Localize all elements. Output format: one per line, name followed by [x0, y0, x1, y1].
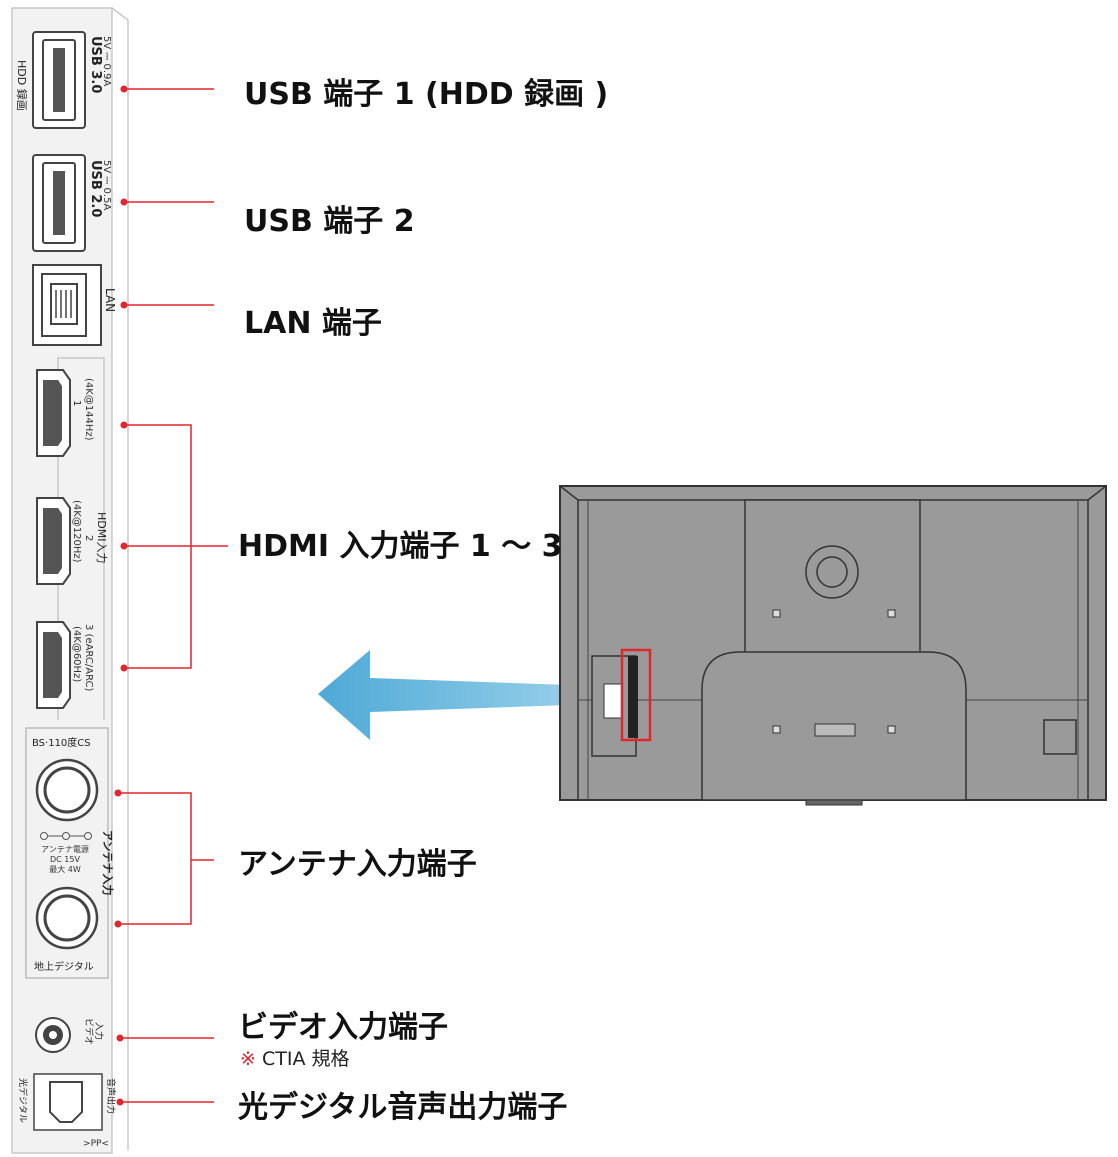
antenna-bracket	[118, 792, 192, 925]
stand-mount-inner	[816, 556, 848, 588]
antenna-group-frame	[25, 727, 109, 979]
lan-port	[32, 264, 102, 346]
callout-usb1: USB 端子 1 (HDD 録画 )	[244, 77, 609, 112]
usb3-power-label: 5V ⎓ 0.9A	[101, 36, 112, 86]
panel-bevel-top	[111, 7, 129, 21]
optical-output-port	[33, 1073, 103, 1131]
video-label-line1: ビデオ	[83, 1018, 95, 1045]
antenna-wattage-label: 最大 4W	[49, 864, 81, 874]
optical-digital-label: 光デジタル	[17, 1078, 29, 1123]
optical-dot	[116, 1098, 124, 1106]
callout-video-note: ※ CTIA 規格	[240, 1050, 349, 1069]
stand-slot	[814, 723, 856, 737]
video-input-jack	[35, 1017, 71, 1053]
tv-back-view	[559, 485, 1107, 806]
bs-cs-label: BS·110度CS	[32, 736, 91, 749]
usb2-port	[32, 154, 86, 252]
screw-hole	[887, 725, 896, 734]
usb1-dot	[120, 85, 128, 93]
note-text: CTIA 規格	[261, 1048, 350, 1070]
callout-video: ビデオ入力端子	[238, 1010, 448, 1045]
lan-dot	[120, 301, 128, 309]
bs-antenna-port	[35, 758, 99, 822]
callout-lan: LAN 端子	[244, 306, 382, 341]
blue-pointer-arrow	[318, 650, 598, 740]
hdmi1-port	[36, 369, 71, 457]
tv-foot	[805, 799, 863, 806]
hdd-recording-label: HDD 録画	[15, 60, 29, 111]
material-mark: >PP<	[83, 1139, 109, 1149]
terrestrial-antenna-port	[35, 886, 99, 950]
hdmi3-number: 3 (eARC/ARC)	[83, 624, 94, 692]
hdmi3-dot	[120, 664, 128, 672]
side-terminal-highlight	[620, 648, 652, 742]
antenna-input-label: アンテナ入力	[101, 830, 115, 896]
antenna-voltage-label: DC 15V	[50, 855, 80, 864]
hdmi3-port	[36, 621, 71, 709]
terrestrial-dot	[114, 920, 122, 928]
power-socket	[1043, 719, 1077, 755]
bs-dot	[114, 789, 122, 797]
hdmi2-spec: (4K@120Hz)	[71, 500, 82, 563]
callout-optical: 光デジタル音声出力端子	[238, 1090, 568, 1125]
note-mark: ※	[240, 1048, 256, 1070]
callout-antenna: アンテナ入力端子	[238, 847, 477, 882]
usb2-dot	[120, 198, 128, 206]
hdmi2-dot	[120, 542, 128, 550]
video-label-line2: 入力	[93, 1022, 105, 1040]
usb2-power-label: 5V ⎓ 0.5A	[101, 160, 112, 210]
screw-hole	[772, 609, 781, 618]
callout-usb2: USB 端子 2	[244, 204, 415, 239]
hdmi2-port	[36, 497, 71, 585]
video-dot	[116, 1034, 124, 1042]
hdmi1-number: 1	[71, 400, 82, 406]
hdmi1-spec: (4K@144Hz)	[83, 378, 94, 441]
terminal-inset	[603, 683, 623, 719]
screw-hole	[887, 609, 896, 618]
hdmi2-number: 2	[83, 535, 94, 541]
hdmi-input-label: HDMI入力	[95, 512, 108, 563]
usb2-label: USB 2.0	[88, 160, 103, 217]
antenna-power-symbol	[40, 832, 92, 840]
usb3-port	[32, 31, 86, 129]
screw-hole	[772, 725, 781, 734]
usb3-label: USB 3.0	[88, 36, 103, 93]
side-terminal-strip	[628, 656, 638, 738]
hdmi3-spec: (4K@60Hz)	[71, 626, 82, 682]
hdmi1-dot	[120, 421, 128, 429]
antenna-power-label: アンテナ電源	[41, 845, 89, 854]
leader-lines	[114, 85, 228, 1106]
callout-hdmi: HDMI 入力端子 1 ～ 3	[238, 529, 563, 564]
terrestrial-label: 地上デジタル	[34, 960, 94, 973]
lan-label: LAN	[103, 288, 117, 312]
audio-output-label: 音声出力	[105, 1078, 117, 1114]
